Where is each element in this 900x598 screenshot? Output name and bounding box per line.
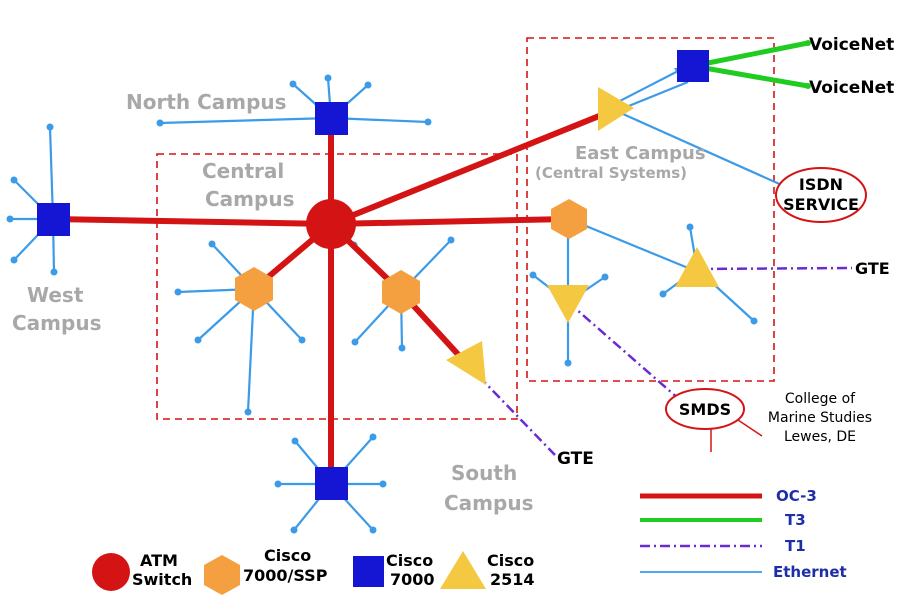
north-campus-label: North Campus — [126, 90, 287, 114]
link-legend: OC-3 T3 T1 Ethernet — [640, 487, 847, 581]
east-campus-label-line1: East Campus — [575, 143, 706, 164]
south-campus-label-line2: Campus — [444, 491, 533, 515]
east-campus-zone — [526, 37, 775, 382]
link-legend-label: Ethernet — [773, 563, 847, 581]
voicenet-cisco-7000 — [677, 50, 709, 82]
voicenet-label: VoiceNet — [809, 35, 894, 55]
west-cisco-7000 — [37, 203, 70, 236]
oc3-links — [52, 107, 616, 484]
link-legend-label: T1 — [785, 537, 806, 555]
device-legend-line2: 7000/SSP — [243, 566, 328, 585]
device-legend-line1: Cisco — [386, 551, 433, 570]
cisco-7000-legend-icon — [353, 556, 384, 587]
voicenet-label: VoiceNet — [809, 78, 894, 98]
smds-label: SMDS — [679, 400, 731, 419]
south-campus-label-line1: South — [451, 461, 517, 485]
marine-studies-line2: Marine Studies — [768, 410, 872, 426]
voicenet-node — [805, 83, 811, 89]
central-cisco-2514 — [446, 341, 486, 385]
atm-switch-legend-icon — [92, 553, 130, 591]
isdn-label: ISDN — [799, 175, 843, 194]
marine-studies-line1: College of — [785, 391, 856, 407]
south-cisco-7000 — [315, 467, 348, 500]
east-inverted-cisco-2514 — [547, 285, 589, 323]
smds-marine-link — [737, 419, 763, 437]
device-legend-line1: Cisco — [487, 551, 534, 570]
cisco-7000-ssp-legend-icon — [204, 555, 240, 595]
west-campus-label-line1: West — [27, 283, 84, 307]
cisco-2514-legend-icon — [440, 551, 486, 589]
device-legend: ATM Switch Cisco 7000/SSP Cisco 7000 Cis… — [92, 546, 535, 595]
device-legend-line2: Switch — [132, 570, 192, 589]
central-campus-label-line1: Central — [202, 159, 284, 183]
device-legend-line2: 7000 — [390, 570, 435, 589]
central-campus-label-line2: Campus — [205, 187, 294, 211]
ethernet-endpoints — [6, 74, 758, 534]
east-right-cisco-2514 — [675, 247, 719, 287]
west-campus-label-line2: Campus — [12, 311, 101, 335]
isdn-service-ellipse — [775, 167, 867, 223]
north-cisco-7000 — [315, 102, 348, 135]
device-legend-line1: Cisco — [264, 546, 311, 565]
isdn-service-label: SERVICE — [783, 195, 859, 214]
east-campus-label-line2: (Central Systems) — [535, 164, 687, 182]
atm-switch — [306, 199, 356, 249]
central-right-cisco-7000-ssp — [382, 270, 420, 314]
device-legend-line1: ATM — [140, 551, 178, 570]
marine-studies-line3: Lewes, DE — [784, 429, 856, 445]
device-legend-line2: 2514 — [490, 570, 535, 589]
link-legend-label: T3 — [785, 511, 806, 529]
east-upper-cisco-2514 — [598, 87, 634, 131]
voicenet-node — [805, 40, 811, 46]
central-left-cisco-7000-ssp — [235, 267, 273, 311]
east-cisco-7000-ssp — [551, 199, 587, 239]
central-campus-zone — [156, 153, 518, 420]
gte-central-label: GTE — [557, 449, 594, 469]
smds-ellipse — [665, 388, 745, 430]
link-legend-label: OC-3 — [776, 487, 817, 505]
gte-east-label: GTE — [855, 259, 890, 278]
t3-links — [692, 40, 809, 89]
t1-links — [464, 266, 853, 456]
